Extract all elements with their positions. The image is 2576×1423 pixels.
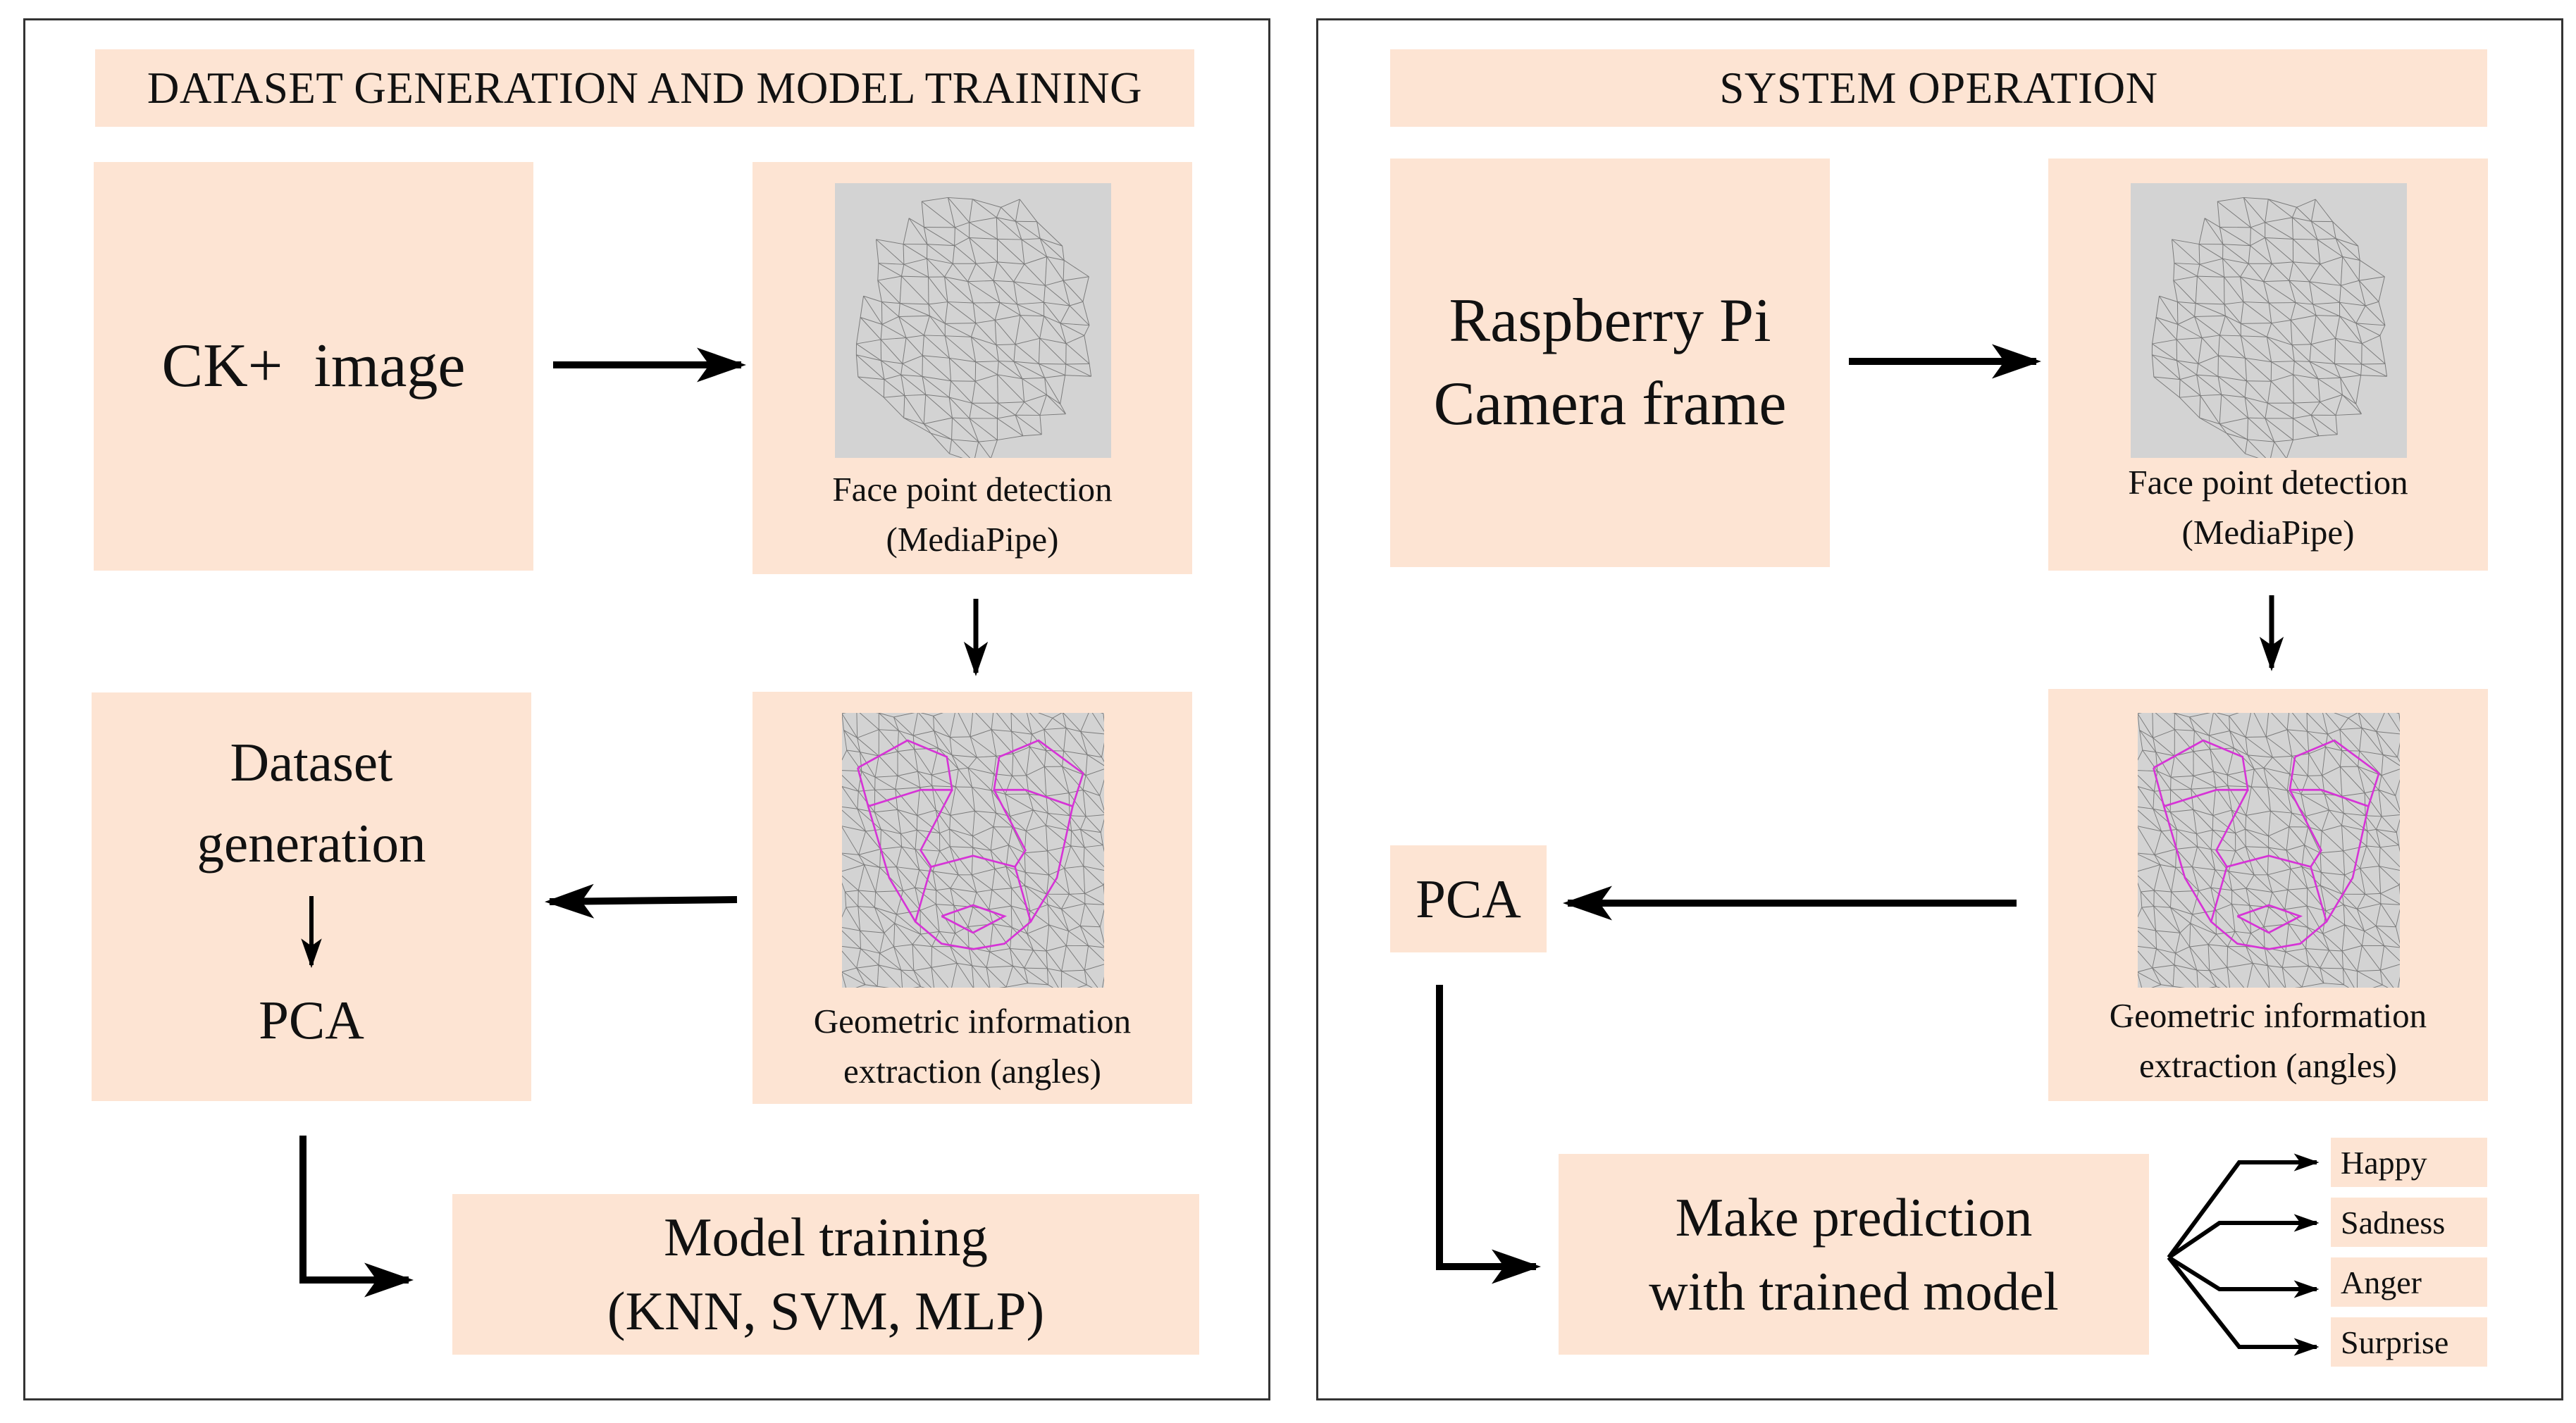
arrow-geometric-to-dataset	[545, 883, 738, 919]
right-panel-header: SYSTEM OPERATION	[1390, 49, 2487, 127]
right-face-detection-caption: Face point detection (MediaPipe)	[2048, 458, 2488, 557]
right-geometric-caption: Geometric information extraction (angles…	[2048, 991, 2488, 1090]
emotion-anger-label: Anger	[2341, 1264, 2422, 1300]
camera-frame-box: Raspberry Pi Camera frame	[1390, 159, 1830, 567]
prediction-line2: with trained model	[1649, 1260, 2059, 1322]
emotion-fan-arrows	[2167, 1153, 2320, 1356]
camera-frame-line1: Raspberry Pi	[1449, 287, 1771, 356]
emotion-happy-label: Happy	[2341, 1144, 2427, 1181]
right-face-detection-line2: (MediaPipe)	[2181, 512, 2355, 552]
prediction-box: Make prediction with trained model	[1559, 1154, 2149, 1355]
right-face-mesh-image	[2131, 183, 2407, 458]
right-geometric-line1: Geometric information	[2109, 996, 2427, 1035]
left-face-detection-line1: Face point detection	[832, 470, 1113, 509]
camera-frame-line2: Camera frame	[1433, 370, 1787, 438]
left-panel-header: DATASET GENERATION AND MODEL TRAINING	[95, 49, 1194, 127]
left-panel-header-text: DATASET GENERATION AND MODEL TRAINING	[147, 63, 1143, 113]
emotion-happy: Happy	[2331, 1138, 2487, 1187]
left-geometric-caption: Geometric information extraction (angles…	[753, 997, 1192, 1096]
left-face-detection-line2: (MediaPipe)	[886, 519, 1059, 559]
model-training-line2: (KNN, SVM, MLP)	[607, 1281, 1045, 1341]
dataset-line2: generation	[197, 813, 426, 874]
emotion-anger: Anger	[2331, 1257, 2487, 1307]
left-geometric-line2: extraction (angles)	[843, 1051, 1101, 1090]
left-face-mesh-image	[835, 183, 1111, 458]
dataset-line1: Dataset	[230, 732, 393, 793]
ck-image-label: CK+ image	[161, 332, 466, 401]
pca-box: PCA	[1390, 845, 1547, 952]
ck-image-box: CK+ image	[94, 162, 533, 571]
dataset-pca: PCA	[259, 990, 364, 1050]
right-panel-header-text: SYSTEM OPERATION	[1719, 63, 2158, 113]
model-training-box: Model training (KNN, SVM, MLP)	[452, 1194, 1199, 1355]
model-training-line1: Model training	[664, 1207, 988, 1268]
emotion-sadness-label: Sadness	[2341, 1204, 2446, 1241]
emotion-surprise-label: Surprise	[2341, 1324, 2449, 1360]
emotion-surprise: Surprise	[2331, 1317, 2487, 1367]
arrow-pca-to-training	[299, 1136, 414, 1298]
pca-label: PCA	[1416, 868, 1521, 929]
right-face-detection-line1: Face point detection	[2128, 463, 2408, 502]
emotion-sadness: Sadness	[2331, 1198, 2487, 1247]
arrow-pca-to-prediction	[1436, 985, 1541, 1284]
right-geometric-line2: extraction (angles)	[2139, 1045, 2397, 1085]
left-face-detection-caption: Face point detection (MediaPipe)	[753, 465, 1192, 564]
left-geometric-line1: Geometric information	[813, 1002, 1132, 1040]
right-angle-mesh-image	[2138, 713, 2400, 988]
prediction-line1: Make prediction	[1675, 1186, 2033, 1248]
left-angle-mesh-image	[842, 713, 1104, 988]
